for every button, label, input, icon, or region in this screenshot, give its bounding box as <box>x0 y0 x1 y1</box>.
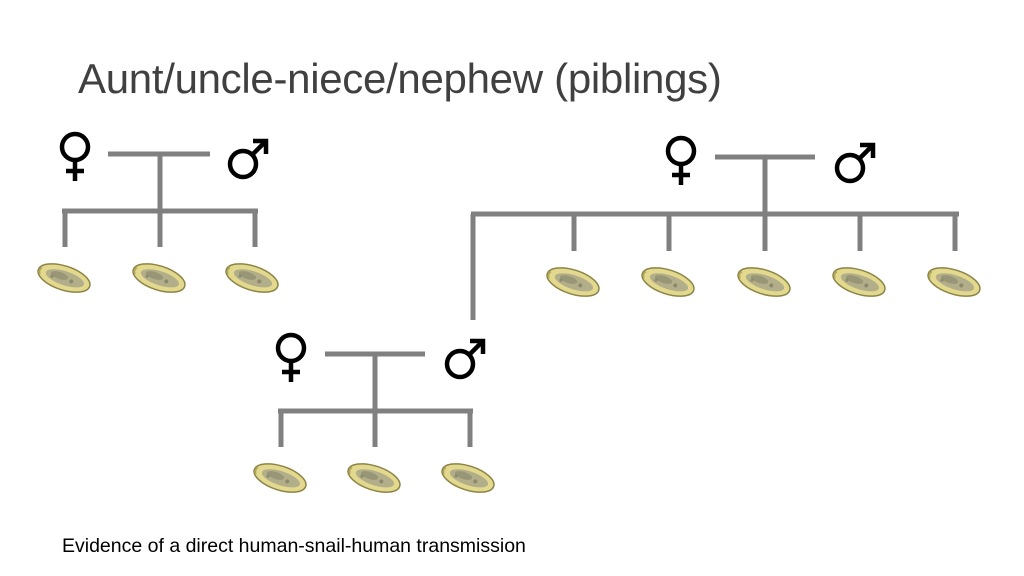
caption: Evidence of a direct human-snail-human t… <box>62 535 526 557</box>
bottom-family <box>249 335 499 499</box>
snail-icon <box>828 261 890 303</box>
snail-icon <box>33 257 95 299</box>
right-family-lines <box>470 154 959 320</box>
snail-icon <box>733 261 795 303</box>
left-family-lines <box>62 151 258 247</box>
slide-title: Aunt/uncle-niece/nephew (piblings) <box>78 55 722 102</box>
snail-icon <box>128 257 190 299</box>
male-symbol-icon <box>447 341 483 377</box>
snail-icon <box>542 261 604 303</box>
snail-icon <box>221 257 283 299</box>
snail-icon <box>343 457 405 499</box>
male-symbol-icon <box>230 141 266 177</box>
snail-icon <box>923 261 985 303</box>
snail-icon <box>249 457 311 499</box>
male-symbol-icon <box>837 145 873 181</box>
right-family <box>470 138 985 320</box>
snail-icon <box>637 261 699 303</box>
left-family <box>33 134 283 299</box>
female-symbol-icon <box>278 335 304 382</box>
bottom-family-lines <box>278 351 473 447</box>
snail-icon <box>437 457 499 499</box>
female-symbol-icon <box>62 134 88 181</box>
female-symbol-icon <box>668 138 694 185</box>
